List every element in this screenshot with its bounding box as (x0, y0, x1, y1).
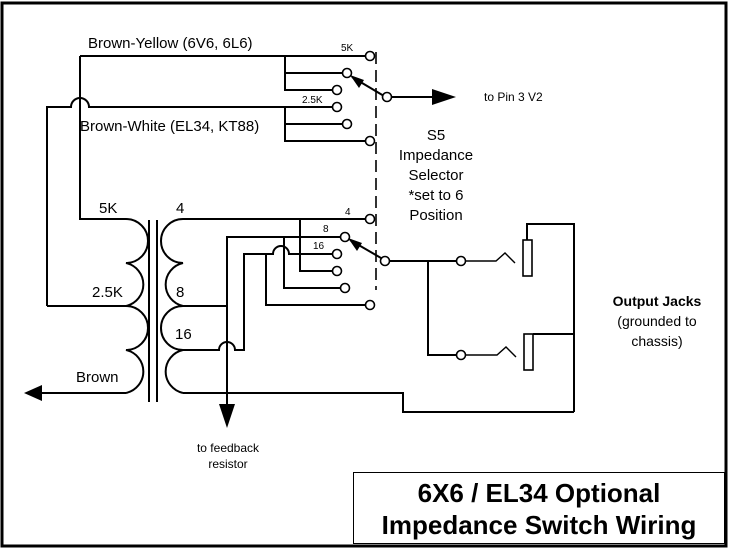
output-jacks-label: Output Jacks (grounded to chassis) (613, 293, 702, 349)
output-jacks-line3: chassis) (631, 333, 682, 349)
wire-jack-ground (526, 223, 575, 412)
switch-label-line1: S5 (427, 127, 445, 144)
switch-terminal-a2 (341, 67, 353, 79)
switch-terminal-2.5k (331, 101, 343, 113)
jack1-tip-terminal (455, 255, 467, 267)
switch-terminal-b6 (364, 299, 376, 311)
label-tap-4: 4 (176, 200, 184, 217)
wire-5k-branch (79, 56, 126, 220)
secondary-coil (160, 218, 184, 394)
switch-label: S5 Impedance Selector *set to 6 Position (399, 127, 473, 224)
switch-terminal-16 (331, 248, 343, 260)
label-switch-4: 4 (345, 207, 351, 218)
label-switch-16: 16 (313, 241, 325, 252)
switch-common-a (381, 91, 393, 103)
output-jacks-title: Output Jacks (613, 293, 702, 309)
output-jacks-line2: (grounded to (617, 313, 697, 329)
label-brown-yellow: Brown-Yellow (6V6, 6L6) (88, 35, 253, 52)
wire-sec-16-branch (265, 254, 370, 306)
arrow-feedback (219, 404, 235, 428)
wire-bw-branch (284, 107, 370, 142)
label-tap-16: 16 (175, 326, 192, 343)
title-line-1: 6X6 / EL34 Optional (417, 478, 661, 508)
label-feedback-line2: resistor (208, 457, 247, 471)
title-block: 6X6 / EL34 Optional Impedance Switch Wir… (353, 472, 725, 544)
wire-sec-16 (183, 245, 337, 351)
switch-terminal-b4 (331, 265, 343, 277)
switch-label-line2: Impedance (399, 147, 473, 164)
wire-by-switch-branch (284, 56, 347, 91)
label-switch-2.5k: 2.5K (302, 95, 323, 106)
jack2-tip-spring (465, 346, 517, 358)
wiper-arrow-a (350, 75, 364, 88)
label-switch-5k: 5K (341, 43, 354, 54)
label-brown-white: Brown-White (EL34, KT88) (80, 118, 259, 135)
switch-common-b (379, 255, 391, 267)
wire-sec-common (183, 392, 574, 413)
switch-terminal-5k (364, 50, 376, 62)
jack2-sleeve (523, 333, 534, 371)
wire-sec-8-branch (283, 237, 345, 289)
switch-terminal-a6 (364, 135, 376, 147)
switch-terminal-a5 (341, 118, 353, 130)
label-feedback-line1: to feedback (197, 441, 260, 455)
jack2-tip-terminal (455, 349, 467, 361)
label-to-pin: to Pin 3 V2 (484, 90, 543, 104)
switch-terminal-8 (339, 231, 351, 243)
arrow-to-pin3 (432, 89, 456, 105)
primary-coil (125, 218, 149, 394)
wiper-arrow-b (348, 238, 362, 251)
label-brown: Brown (76, 369, 119, 386)
jack1-tip-spring (465, 252, 516, 264)
switch-label-line3: Selector (408, 167, 463, 184)
switch-terminal-a3 (331, 84, 343, 96)
jack1-sleeve (522, 239, 533, 277)
title-line-2: Impedance Switch Wiring (381, 510, 697, 540)
label-tap-2.5k: 2.5K (92, 284, 123, 301)
label-switch-8: 8 (323, 224, 329, 235)
arrow-brown (24, 385, 42, 401)
label-tap-8: 8 (176, 284, 184, 301)
label-tap-5k: 5K (99, 200, 117, 217)
wire-to-jacks (389, 260, 456, 356)
switch-terminal-b5 (339, 282, 351, 294)
switch-label-line4: *set to 6 (408, 187, 463, 204)
switch-label-line5: Position (409, 207, 462, 224)
switch-terminal-4 (364, 213, 376, 225)
wire-brown-white (46, 97, 337, 306)
